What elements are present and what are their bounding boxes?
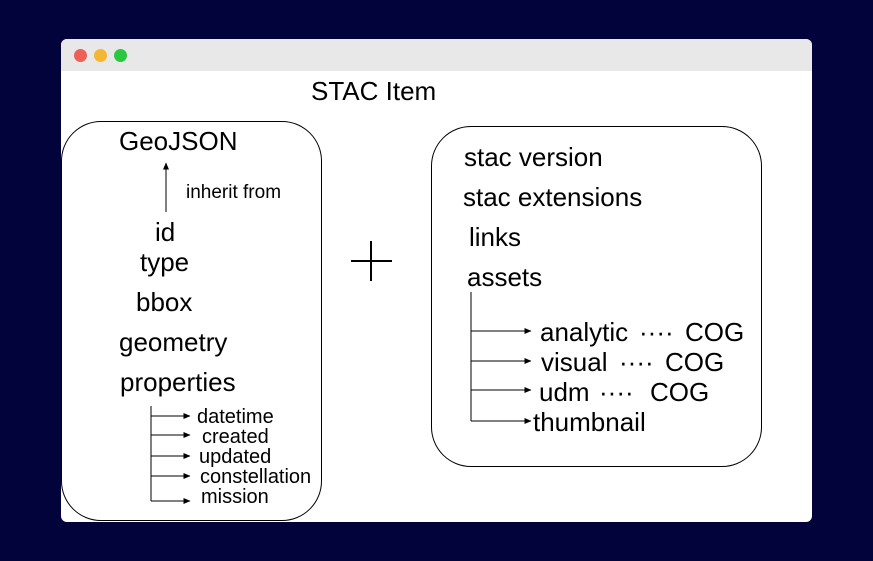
field-geometry: geometry <box>119 327 228 357</box>
app-window: STAC Item GeoJSON inherit from id type b… <box>61 39 812 522</box>
asset-udm: udm <box>539 377 590 407</box>
zoom-window-icon[interactable] <box>114 49 127 62</box>
close-window-icon[interactable] <box>74 49 87 62</box>
field-assets: assets <box>467 262 543 292</box>
field-stac-version: stac version <box>464 142 603 172</box>
asset-udm-dots: ···· <box>599 377 634 407</box>
field-stac-extensions: stac extensions <box>463 182 643 212</box>
inherit-from-label: inherit from <box>186 182 282 203</box>
field-bbox: bbox <box>136 287 193 317</box>
asset-visual: visual <box>541 347 608 377</box>
geojson-box <box>61 121 322 521</box>
field-id: id <box>155 217 176 247</box>
property-constellation: constellation <box>200 466 312 488</box>
property-mission: mission <box>201 486 269 508</box>
asset-analytic-format: COG <box>685 317 745 347</box>
property-created: created <box>202 426 269 448</box>
asset-visual-dots: ···· <box>619 347 654 377</box>
asset-visual-format: COG <box>665 347 725 377</box>
diagram-canvas: STAC Item GeoJSON inherit from id type b… <box>61 39 812 522</box>
asset-analytic: analytic <box>540 317 629 347</box>
diagram-title: STAC Item <box>311 76 437 106</box>
asset-thumbnail: thumbnail <box>533 407 646 437</box>
minimize-window-icon[interactable] <box>94 49 107 62</box>
connector-lines <box>150 162 532 504</box>
stac-extensions-box <box>431 126 762 467</box>
property-updated: updated <box>199 446 272 468</box>
window-titlebar <box>61 39 812 71</box>
property-datetime: datetime <box>197 406 274 428</box>
asset-analytic-dots: ···· <box>639 317 674 347</box>
field-links: links <box>469 222 522 252</box>
field-type: type <box>140 247 190 277</box>
field-properties: properties <box>120 367 236 397</box>
geojson-label: GeoJSON <box>119 126 238 156</box>
asset-udm-format: COG <box>650 377 710 407</box>
